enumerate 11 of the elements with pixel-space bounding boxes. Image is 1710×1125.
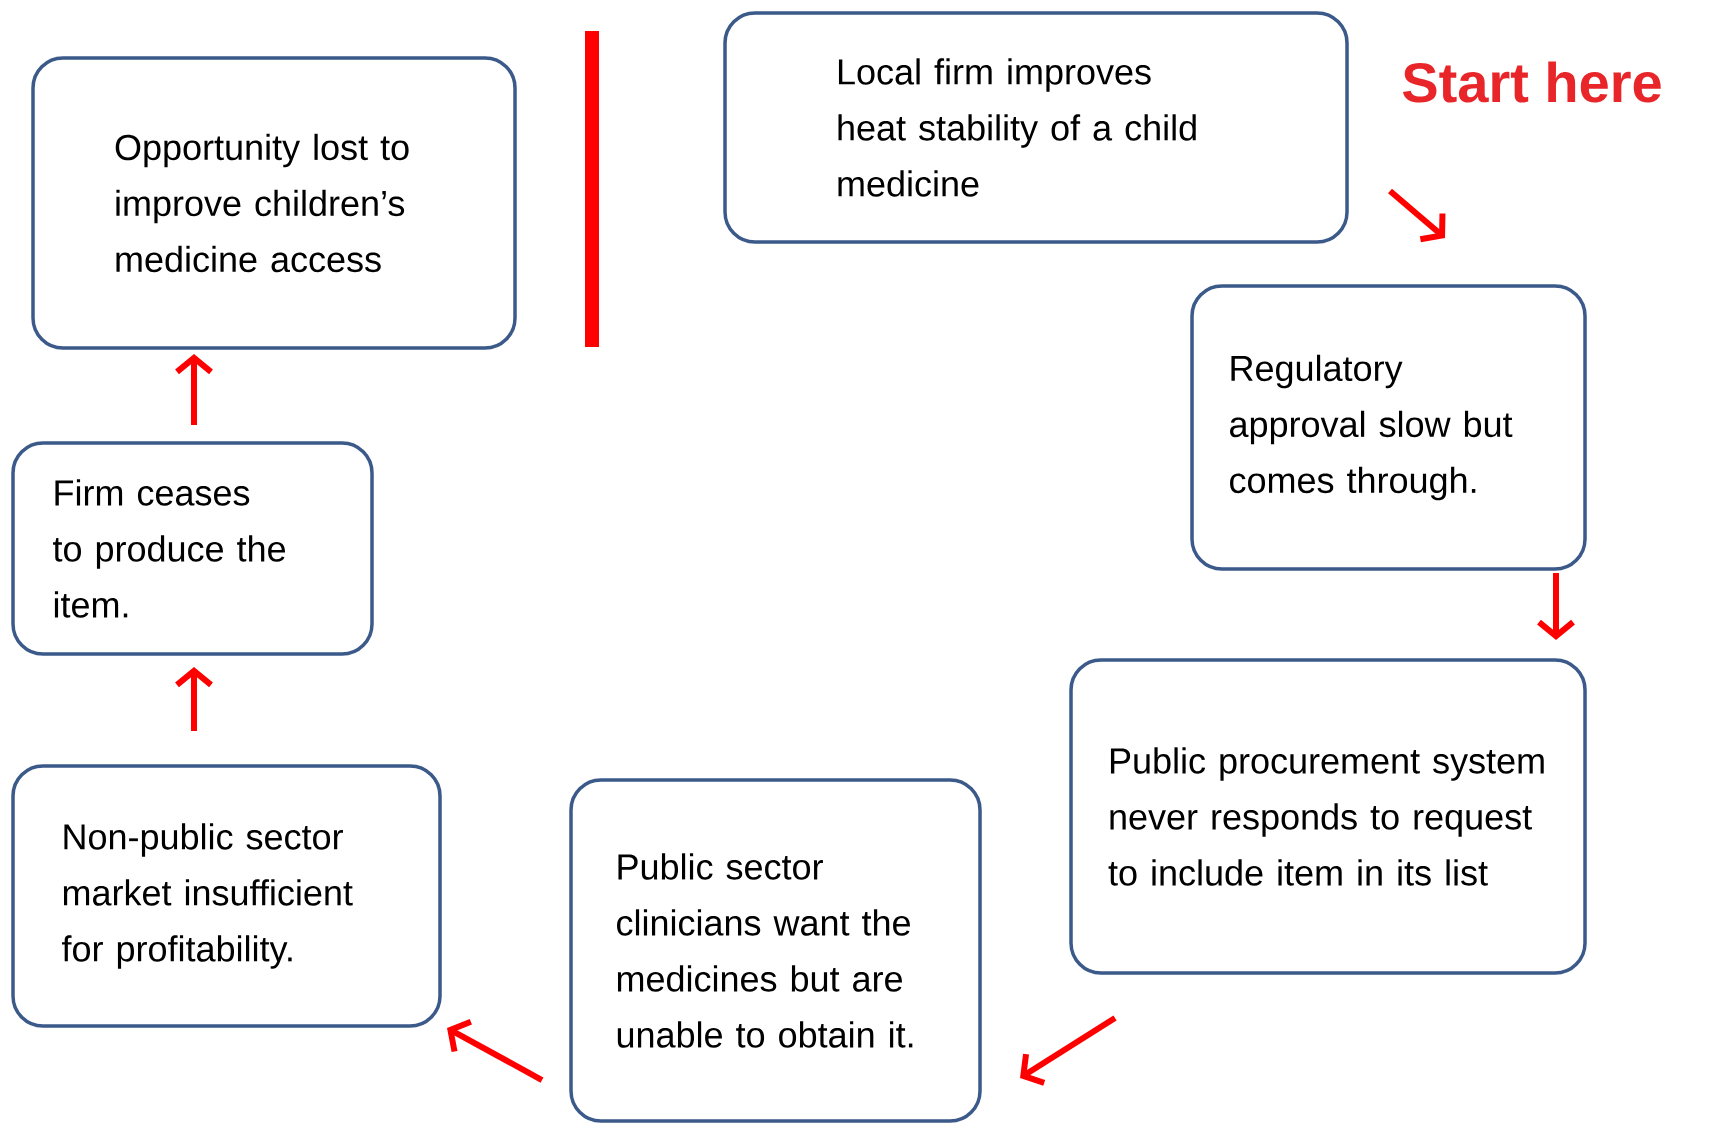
process-box: Public sector clinicians want the medicines but are unable to obtain it. <box>569 778 982 1123</box>
process-box: Non-public sector market insufficient for profitability. <box>11 764 442 1028</box>
process-box: Regulatory approval slow but comes through. <box>1190 284 1587 571</box>
separator-bar <box>585 31 599 347</box>
arrow <box>1020 1015 1117 1086</box>
process-box: Opportunity lost to improve children’s medicine access <box>31 56 517 350</box>
process-box: Local firm improves heat stability of a child medicine <box>723 11 1349 244</box>
arrow <box>447 1018 544 1083</box>
process-box: Public procurement system never responds to request to include item in its list <box>1069 658 1587 975</box>
start-label: Start here <box>1402 61 1661 103</box>
process-box: Firm ceases to produce the item. <box>11 441 374 656</box>
